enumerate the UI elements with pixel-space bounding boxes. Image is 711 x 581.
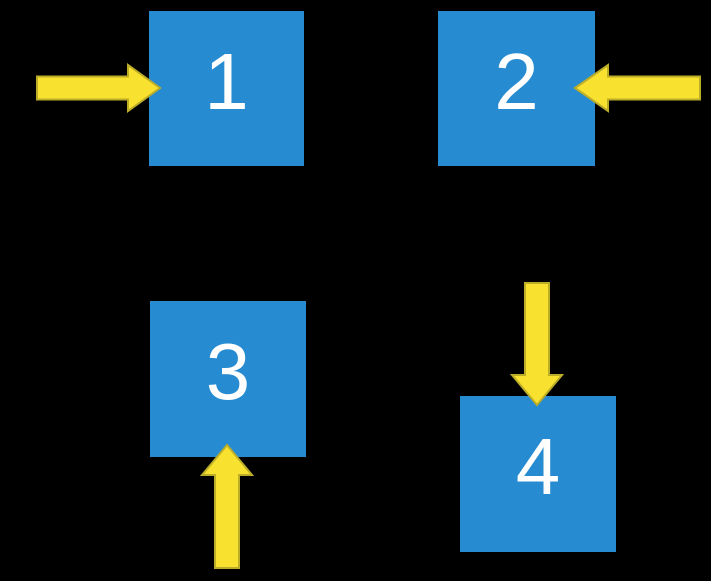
arrow-right-outline	[36, 63, 162, 113]
arrow-down-icon	[509, 282, 565, 407]
arrow-up-icon	[199, 443, 255, 569]
box-2: 2	[438, 11, 595, 166]
box-4-label: 4	[515, 422, 561, 511]
arrow-down-shape	[512, 283, 562, 405]
arrow-left-shape	[575, 65, 700, 111]
box-3-label: 3	[205, 327, 251, 416]
arrow-left-icon	[573, 63, 701, 113]
arrow-right-icon	[36, 63, 162, 113]
arrow-down-outline	[509, 282, 565, 407]
box-1-label: 1	[204, 36, 249, 126]
box-4: 4	[460, 396, 616, 552]
arrow-left-outline	[573, 63, 701, 113]
box-3: 3	[150, 301, 306, 457]
box-2-label: 2	[494, 36, 539, 126]
box-1: 1	[149, 11, 304, 166]
arrow-right-shape	[37, 65, 160, 111]
arrow-up-shape	[202, 445, 252, 568]
arrow-up-outline	[199, 443, 255, 569]
